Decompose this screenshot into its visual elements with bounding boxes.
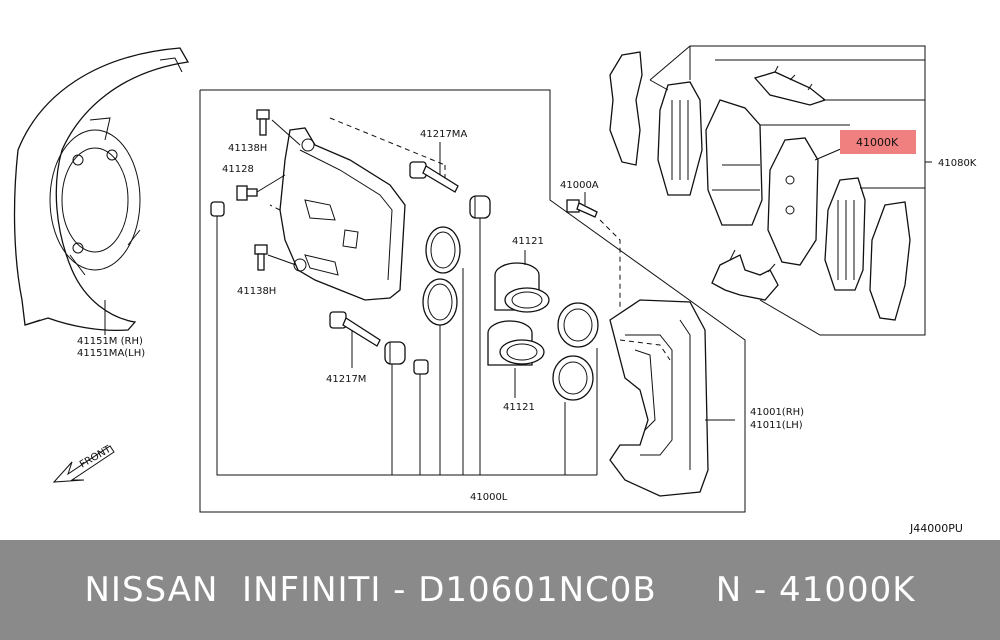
pin-boot-top: [469, 195, 491, 219]
shield-part-label-lh: 41151MA(LH): [77, 348, 145, 359]
bleeder-41128: [236, 185, 258, 201]
pad-kit-assy-label: 41080K: [938, 158, 977, 169]
front-direction-label: FRONT: [78, 444, 114, 471]
piston-lower: [487, 320, 545, 366]
shield-part-label-rh: 41151M (RH): [77, 336, 143, 347]
outer-shim-right: [869, 201, 911, 321]
guide-pin-41217ma-label: 41217MA: [420, 129, 467, 140]
guide-pin-41217m: [329, 311, 381, 347]
piston-upper-label: 41121: [512, 236, 544, 247]
anti-squeal-shim-right: [824, 177, 866, 291]
bolt-41138h-bottom-label: 41138H: [237, 286, 276, 297]
piston-upper: [494, 262, 550, 313]
brake-pad-left: [705, 99, 763, 226]
piston-seal-upper: [425, 226, 461, 274]
brake-pad-right: [767, 137, 819, 266]
bolt-41138h-bottom: [254, 244, 268, 271]
bleeder-cap: [210, 201, 225, 217]
caliper-assembly-frame: [199, 89, 746, 513]
pad-kit-frame: [649, 45, 926, 336]
anti-squeal-shim-left: [657, 81, 703, 196]
bleeder-41128-label: 41128: [222, 164, 254, 175]
bolt-41000a: [566, 199, 598, 218]
part-number-caption: NISSAN INFINITI - D10601NC0B N - 41000K: [84, 570, 916, 610]
pad-retainer-clip: [711, 249, 779, 301]
pad-kit-label: 41000K: [856, 136, 899, 149]
parts-diagram: 41151M (RH) 41151MA(LH) FRONT 41138H 411…: [13, 45, 977, 535]
front-arrow-icon: [52, 445, 115, 483]
drawing-code: J44000PU: [909, 522, 963, 535]
caliper-bracket: [609, 299, 709, 497]
caliper-body: [279, 127, 406, 301]
outer-shim: [609, 51, 643, 166]
footer-bar: NISSAN INFINITI - D10601NC0B N - 41000K: [0, 540, 1000, 640]
bolt-41138h-top: [256, 109, 270, 136]
caliper-assembly-label: 41000L: [470, 492, 508, 503]
piston-lower-label: 41121: [503, 402, 535, 413]
bracket-rh-label: 41001(RH): [750, 407, 804, 418]
pin-boot-bottom: [384, 341, 406, 365]
wear-indicator-clip: [753, 65, 827, 106]
guide-pin-41217m-label: 41217M: [326, 374, 366, 385]
bolt-41000a-label: 41000A: [560, 180, 599, 191]
dust-shield: [13, 47, 190, 332]
guide-pin-41217ma: [409, 161, 459, 193]
bleeder-plug: [413, 359, 429, 375]
bolt-41138h-top-label: 41138H: [228, 143, 267, 154]
pad-kit-highlight-box: [840, 130, 916, 154]
bracket-lh-label: 41011(LH): [750, 420, 803, 431]
